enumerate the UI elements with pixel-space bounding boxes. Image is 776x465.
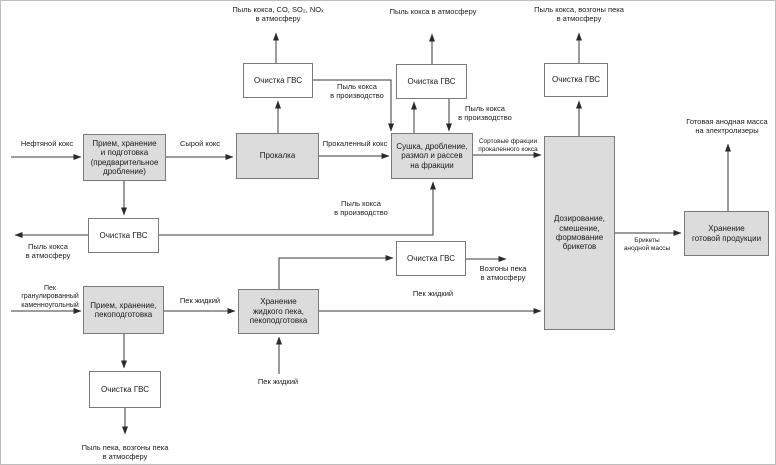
node-priem-koksa: Прием, хранение и подготовка (предварите… [83, 134, 166, 181]
node-khranenie-produkcii: Хранение готовой продукции [684, 211, 769, 256]
edge-khraneniepeka-to-gvs5 [278, 255, 394, 289]
label-pyl-v-proizvodstvo-3: Пыль кокса в производство [334, 199, 388, 217]
edge-gvs1-dust-to-sushka [313, 79, 394, 132]
label-pyl-koksa-atm-left: Пыль кокса в атмосферу [25, 242, 71, 260]
node-ochistka-gvs-3: Очистка ГВС [544, 63, 608, 97]
edge-gvs4-dust-to-sushka [159, 181, 436, 236]
label-pek-zhidkiy-3: Пек жидкий [257, 377, 299, 386]
label-brikety: Брикеты анодной массы [623, 237, 671, 252]
node-ochistka-gvs-6: Очистка ГВС [89, 371, 161, 408]
label-pyl-v-proizvodstvo-1: Пыль кокса в производство [330, 82, 384, 100]
label-pyl-v-proizvodstvo-2: Пыль кокса в производство [458, 104, 512, 122]
label-vozgony-peka: Возгоны пека в атмосферу [479, 264, 527, 282]
label-pyl-koksa-vozgony: Пыль кокса, возгоны пека в атмосферу [534, 5, 624, 23]
label-pek-zhidkiy-2: Пек жидкий [412, 289, 454, 298]
label-sortovye-frakcii: Сортовые фракции прокаленного кокса [478, 138, 538, 153]
label-pyl-koksa-atm-top: Пыль кокса в атмосферу [389, 7, 477, 16]
node-dozirovanie: Дозирование, смешение, формование брикет… [544, 136, 615, 330]
label-pek-zhidkiy-1: Пек жидкий [179, 296, 221, 305]
node-prokalka: Прокалка [236, 133, 319, 179]
node-ochistka-gvs-4: Очистка ГВС [88, 218, 159, 253]
label-pyl-co-so2-nox: Пыль кокса, CO, SO₂, NOₓ в атмосферу [232, 5, 324, 23]
label-pek-granulirovanny: Пек гранулированный каменноугольный [21, 285, 79, 309]
node-priem-peka: Прием, хранение, пекоподготовка [83, 286, 164, 334]
label-neftyanoy-koks: Нефтяной кокс [20, 139, 74, 148]
label-prokalenny-koks: Прокаленный кокс [322, 139, 388, 148]
node-sushka: Сушка, дробление, размол и рассев на фра… [391, 133, 473, 179]
label-gotovaya-massa: Готовая анодная масса на электролизеры [686, 117, 768, 135]
node-ochistka-gvs-1: Очистка ГВС [243, 63, 313, 98]
node-ochistka-gvs-5: Очистка ГВС [396, 241, 466, 276]
label-pyl-peka-vozgony: Пыль пека, возгоны пека в атмосферу [81, 443, 169, 461]
node-khranenie-peka: Хранение жидкого пека, пекоподготовка [238, 289, 319, 334]
label-syroy-koks: Сырой кокс [179, 139, 221, 148]
node-ochistka-gvs-2: Очистка ГВС [396, 64, 467, 99]
